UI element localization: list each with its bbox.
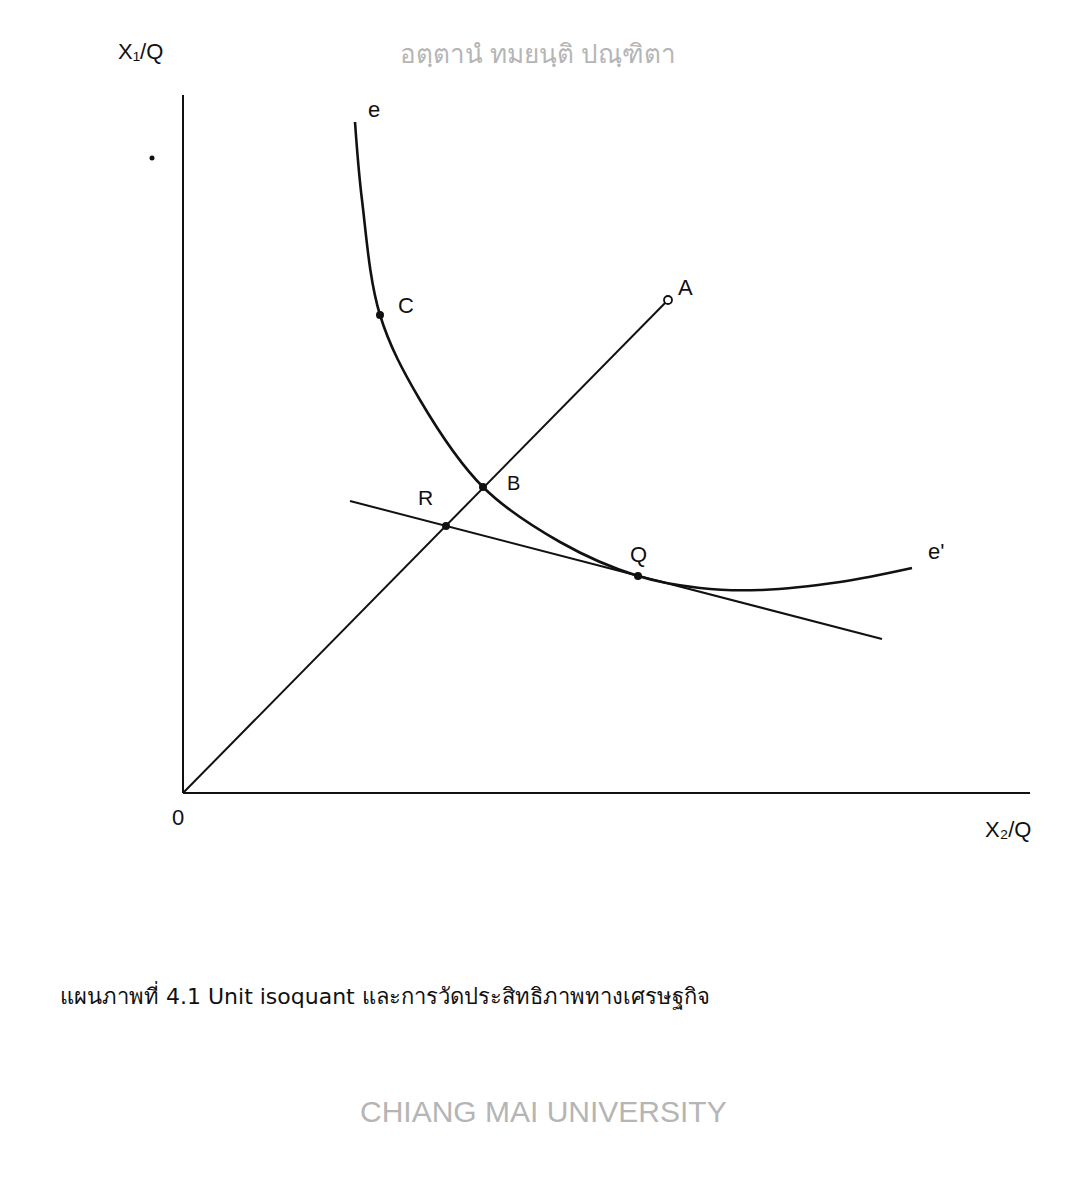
curve-label: e' <box>928 540 944 564</box>
x-axis <box>183 792 1030 794</box>
isocost-line <box>350 501 882 639</box>
axis-label: X₁/Q <box>118 40 163 64</box>
isoquant-curve <box>355 122 912 590</box>
stray-dot <box>150 156 155 161</box>
point-marker <box>479 483 487 491</box>
point-label: C <box>398 294 414 318</box>
curve-label: e <box>368 98 380 122</box>
point-marker <box>634 572 642 580</box>
y-axis <box>182 95 184 793</box>
point-label: A <box>678 276 693 300</box>
watermark-text: อตฺตานํ ทมยนฺติ ปณฺฑิตา <box>400 40 676 69</box>
point-label: B <box>507 472 520 494</box>
point-marker <box>442 522 450 530</box>
point-marker <box>664 296 672 304</box>
point-label: Q <box>630 543 647 567</box>
figure-caption: แผนภาพที่ 4.1 Unit isoquant และการวัดประ… <box>60 985 710 1009</box>
watermark-text: CHIANG MAI UNIVERSITY <box>360 1095 727 1128</box>
point-marker <box>376 311 384 319</box>
point-label: R <box>418 486 433 509</box>
origin-label: 0 <box>172 806 184 830</box>
axis-label: X₂/Q <box>985 818 1031 842</box>
ray-line <box>183 300 668 793</box>
